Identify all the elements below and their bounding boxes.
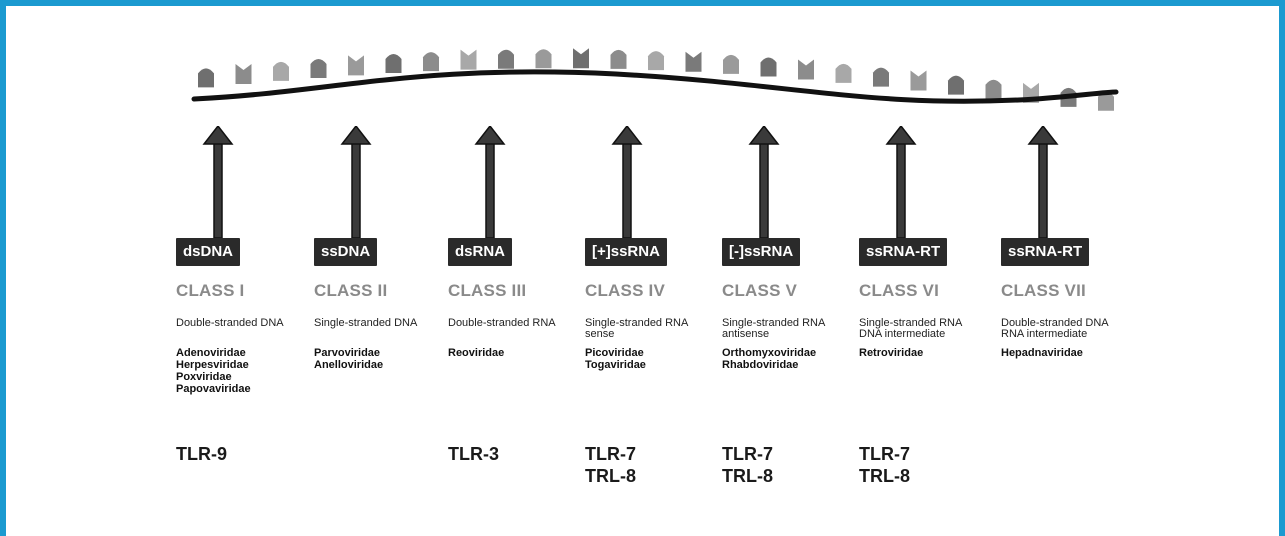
strand-base — [910, 70, 927, 91]
strand-base — [723, 54, 739, 74]
virus-family: Reoviridae — [448, 347, 505, 359]
class-title: CLASS IV — [585, 281, 666, 300]
strand-base — [535, 49, 552, 69]
virus-family: Rhabdoviridae — [722, 359, 799, 371]
strand-base — [985, 79, 1002, 99]
tlr-label: TLR-7 — [722, 444, 773, 464]
description-line: Double-stranded DNA — [176, 317, 284, 329]
virus-family: Adenoviridae — [176, 347, 246, 359]
genome-type-label: [+]ssRNA — [585, 238, 667, 266]
strand-base — [273, 61, 289, 81]
description-line: Single-stranded RNA — [585, 317, 689, 329]
description-line: Double-stranded RNA — [448, 317, 556, 329]
description-line: Double-stranded DNA — [1001, 317, 1109, 329]
up-arrow-icon — [611, 126, 643, 238]
strand-base — [498, 49, 514, 69]
nucleic-acid-strand-icon — [191, 48, 1119, 111]
virus-families: Retroviridae — [859, 347, 923, 359]
strand-base — [798, 59, 814, 80]
virus-family: Papovaviridae — [176, 383, 251, 395]
description-line: DNA intermediate — [859, 328, 946, 340]
class-description: Double-stranded RNA — [448, 318, 588, 329]
class-title: CLASS V — [722, 281, 798, 300]
class-description: Single-stranded DNA — [314, 318, 454, 329]
description-line: antisense — [722, 328, 770, 340]
genome-type-label: ssRNA-RT — [1001, 238, 1090, 266]
up-arrow-icon — [748, 126, 780, 238]
strand-base — [423, 52, 439, 72]
strand-base — [948, 75, 964, 95]
virus-families: Reoviridae — [448, 347, 504, 359]
strand-base — [648, 51, 664, 71]
up-arrow-icon — [340, 126, 372, 238]
tlr-label: TRL-8 — [722, 466, 773, 486]
virus-family: Picoviridae — [585, 347, 644, 359]
strand-base — [198, 68, 214, 88]
tlr-label: TLR-3 — [448, 444, 499, 464]
class-title: CLASS VII — [1001, 281, 1086, 300]
strand-base — [610, 49, 627, 69]
description-line: Single-stranded RNA — [722, 317, 826, 329]
virus-family: Anelloviridae — [314, 359, 384, 371]
strand-base — [873, 67, 889, 87]
up-arrow-icon — [474, 126, 506, 238]
virus-family: Retroviridae — [859, 347, 924, 359]
genome-type-label: ssDNA — [314, 238, 378, 266]
tlr-label: TRL-8 — [585, 466, 636, 486]
up-arrow-icon — [1027, 126, 1059, 238]
class-title: CLASS I — [176, 281, 245, 300]
up-arrow-icon — [885, 126, 917, 238]
description-line: sense — [585, 328, 615, 340]
class-title: CLASS VI — [859, 281, 940, 300]
description-line: RNA intermediate — [1001, 328, 1088, 340]
virus-families: Hepadnaviridae — [1001, 347, 1083, 359]
strand-base — [1098, 91, 1114, 111]
genome-type-label: dsDNA — [176, 238, 241, 266]
tlr-receptors: TLR-3 — [448, 443, 499, 465]
strand-base — [310, 58, 327, 78]
strand-base — [573, 48, 589, 69]
virus-family: Herpesviridae — [176, 359, 249, 371]
class-description: Double-stranded DNA — [176, 318, 316, 329]
strand-base — [835, 63, 852, 83]
virus-family: Togaviridae — [585, 359, 646, 371]
virus-family: Orthomyxoviridae — [722, 347, 817, 359]
virus-family: Parvoviridae — [314, 347, 381, 359]
genome-type-label: [-]ssRNA — [722, 238, 801, 266]
tlr-receptors: TLR-9 — [176, 443, 227, 465]
genome-type-label: ssRNA-RT — [859, 238, 948, 266]
strand-base — [760, 57, 777, 77]
strand-base — [235, 64, 252, 85]
virus-family: Poxviridae — [176, 371, 232, 383]
strand-base — [685, 51, 702, 72]
strand-base — [385, 54, 402, 74]
genome-type-label: dsRNA — [448, 238, 513, 266]
tlr-label: TLR-9 — [176, 444, 227, 464]
description-line: Single-stranded RNA — [859, 317, 963, 329]
strand-base — [460, 49, 477, 70]
tlr-label: TRL-8 — [859, 466, 910, 486]
tlr-label: TLR-7 — [859, 444, 910, 464]
virus-family: Hepadnaviridae — [1001, 347, 1083, 359]
description-line: Single-stranded DNA — [314, 317, 418, 329]
up-arrow-icon — [202, 126, 234, 238]
class-title: CLASS III — [448, 281, 527, 300]
strand-base — [348, 55, 364, 76]
tlr-label: TLR-7 — [585, 444, 636, 464]
class-title: CLASS II — [314, 281, 388, 300]
